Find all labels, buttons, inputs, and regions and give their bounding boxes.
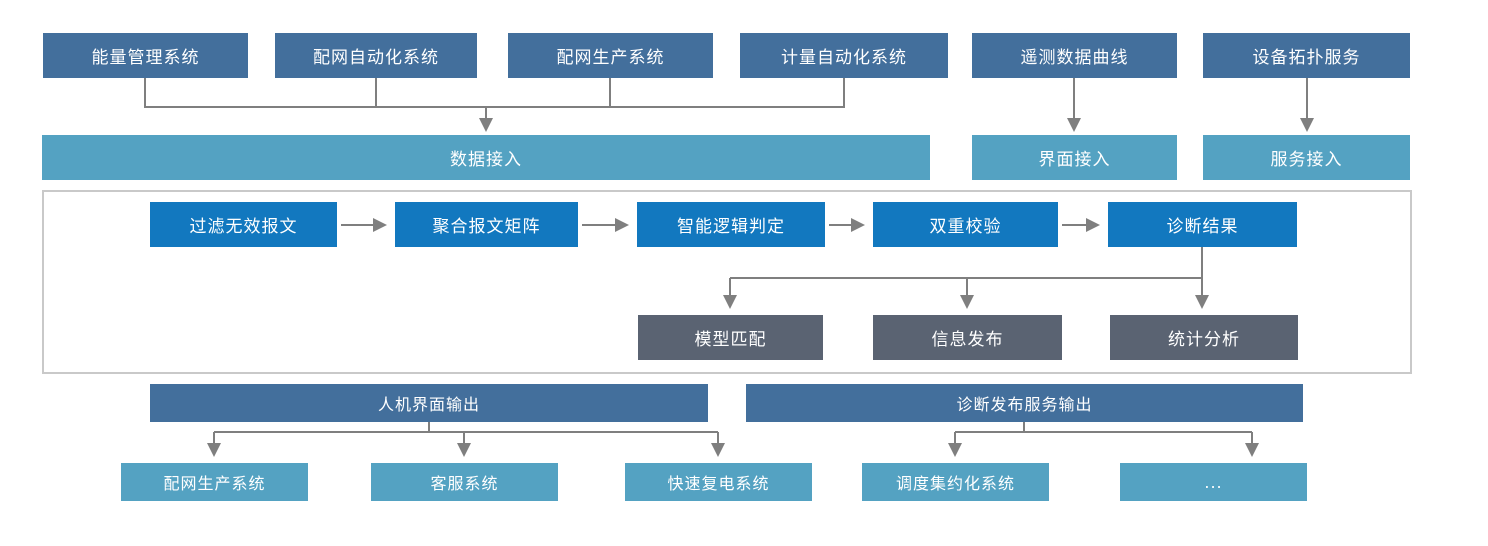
node-statistical-analysis: 统计分析 [1110, 315, 1298, 360]
node-diagnosis-publish-service-output: 诊断发布服务输出 [746, 384, 1303, 422]
node-service-access: 服务接入 [1203, 135, 1410, 180]
diagnosis-engine-frame [42, 190, 1412, 374]
node-metering-automation-system: 计量自动化系统 [740, 33, 948, 78]
publish-output-connector [948, 421, 1259, 457]
node-consumer-dispatch-intensive: 调度集约化系统 [862, 463, 1049, 501]
node-consumer-fast-restoration: 快速复电系统 [625, 463, 812, 501]
node-energy-management-system: 能量管理系统 [43, 33, 248, 78]
node-distribution-production-system: 配网生产系统 [508, 33, 713, 78]
sources-to-data-access-connector [144, 78, 845, 132]
node-consumer-customer-service: 客服系统 [371, 463, 558, 501]
hmi-output-connector [207, 422, 725, 457]
node-aggregate-message-matrix: 聚合报文矩阵 [395, 202, 578, 247]
node-ui-access: 界面接入 [972, 135, 1177, 180]
node-model-matching: 模型匹配 [638, 315, 823, 360]
node-device-topology-service: 设备拓扑服务 [1203, 33, 1410, 78]
node-distribution-automation-system: 配网自动化系统 [275, 33, 477, 78]
node-consumer-distribution-production: 配网生产系统 [121, 463, 308, 501]
node-info-publishing: 信息发布 [873, 315, 1062, 360]
diagnosis-to-results-connector [723, 247, 1209, 309]
node-intelligent-logic-judgment: 智能逻辑判定 [637, 202, 825, 247]
node-data-access: 数据接入 [42, 135, 930, 180]
node-consumer-more: ... [1120, 463, 1307, 501]
node-hmi-output: 人机界面输出 [150, 384, 708, 422]
node-double-verification: 双重校验 [873, 202, 1058, 247]
node-diagnosis-result: 诊断结果 [1108, 202, 1297, 247]
node-filter-invalid-messages: 过滤无效报文 [150, 202, 337, 247]
node-telemetry-data-curve: 遥测数据曲线 [972, 33, 1177, 78]
